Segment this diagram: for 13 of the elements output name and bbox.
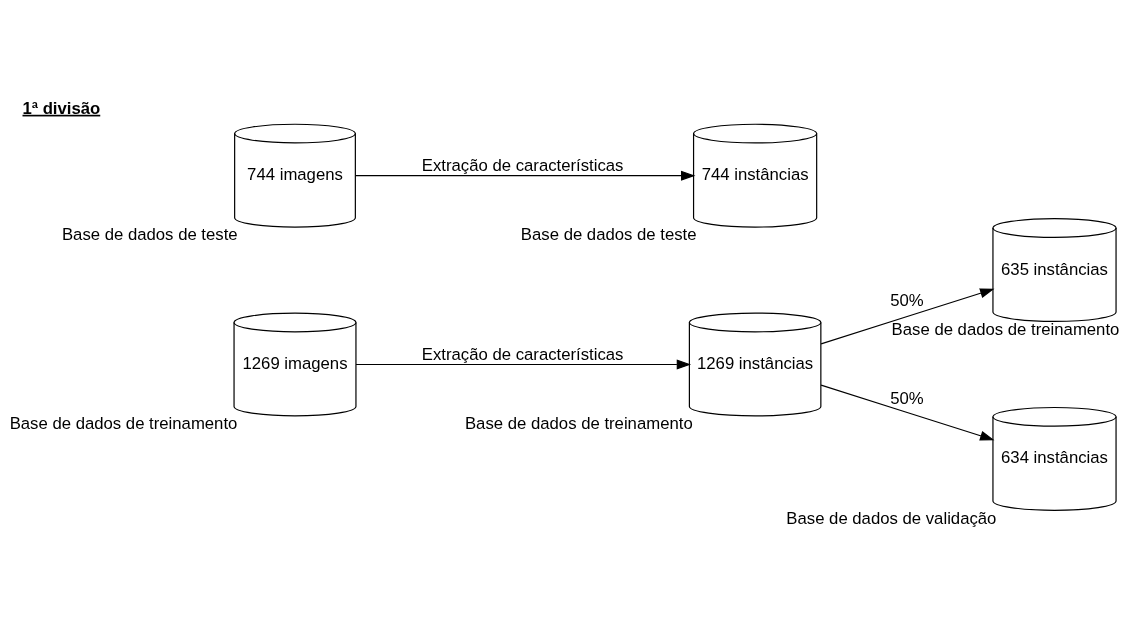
node-label: Base de dados de treinamento <box>464 413 693 433</box>
edge-label: 50% <box>890 388 924 408</box>
arrow <box>355 358 692 369</box>
node-label: Base de dados de validação <box>786 508 997 528</box>
arrow <box>354 170 696 181</box>
edge-label: 50% <box>890 290 924 310</box>
node-label: Base de dados de treinamento <box>9 413 238 433</box>
edge-label: Extração de características <box>421 344 624 364</box>
edge-label: Extração de características <box>421 155 624 175</box>
arrow <box>820 287 995 344</box>
node-label: Base de dados de treinamento <box>891 319 1120 339</box>
arrow <box>820 384 995 441</box>
diagram-title: 1ª divisão <box>22 98 101 118</box>
